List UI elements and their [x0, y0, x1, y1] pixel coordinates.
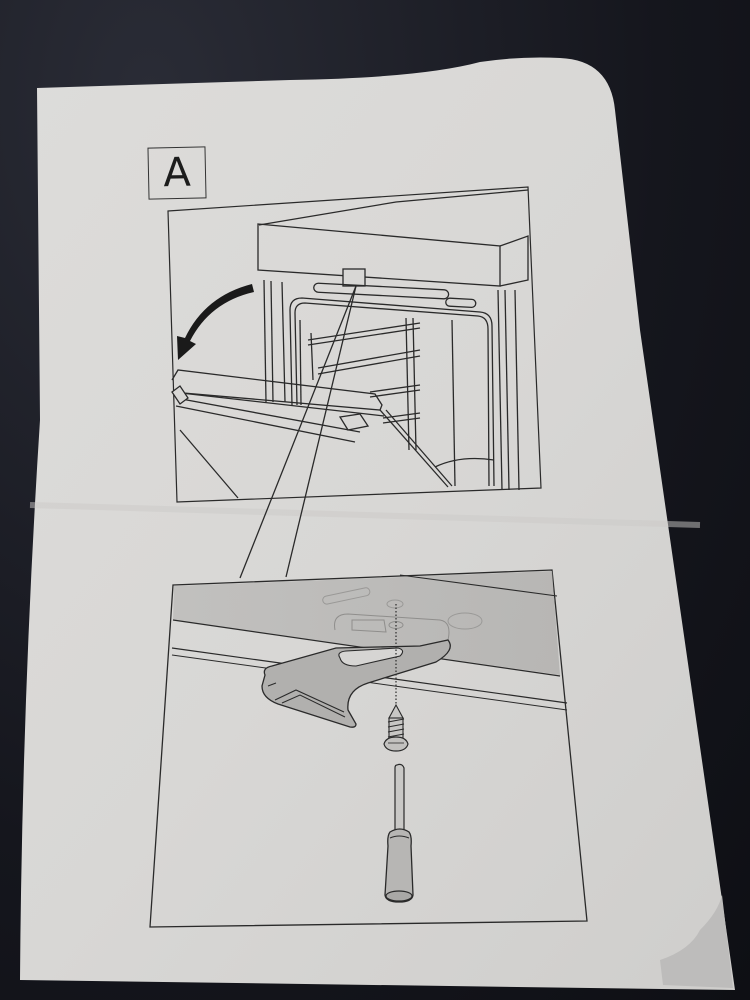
screwdriver-icon: [384, 763, 414, 903]
step-label-box: A: [147, 146, 207, 200]
step-label-text: A: [162, 149, 192, 197]
paper-sheet: [20, 57, 735, 990]
bracket-icon: [261, 639, 451, 728]
folded-corner: [660, 895, 733, 988]
top-panel-oven-door-removal: [167, 186, 542, 579]
screw-icon: [383, 703, 409, 752]
curved-arrow-icon: [177, 284, 254, 360]
bottom-panel-hinge-detail: [149, 569, 588, 928]
